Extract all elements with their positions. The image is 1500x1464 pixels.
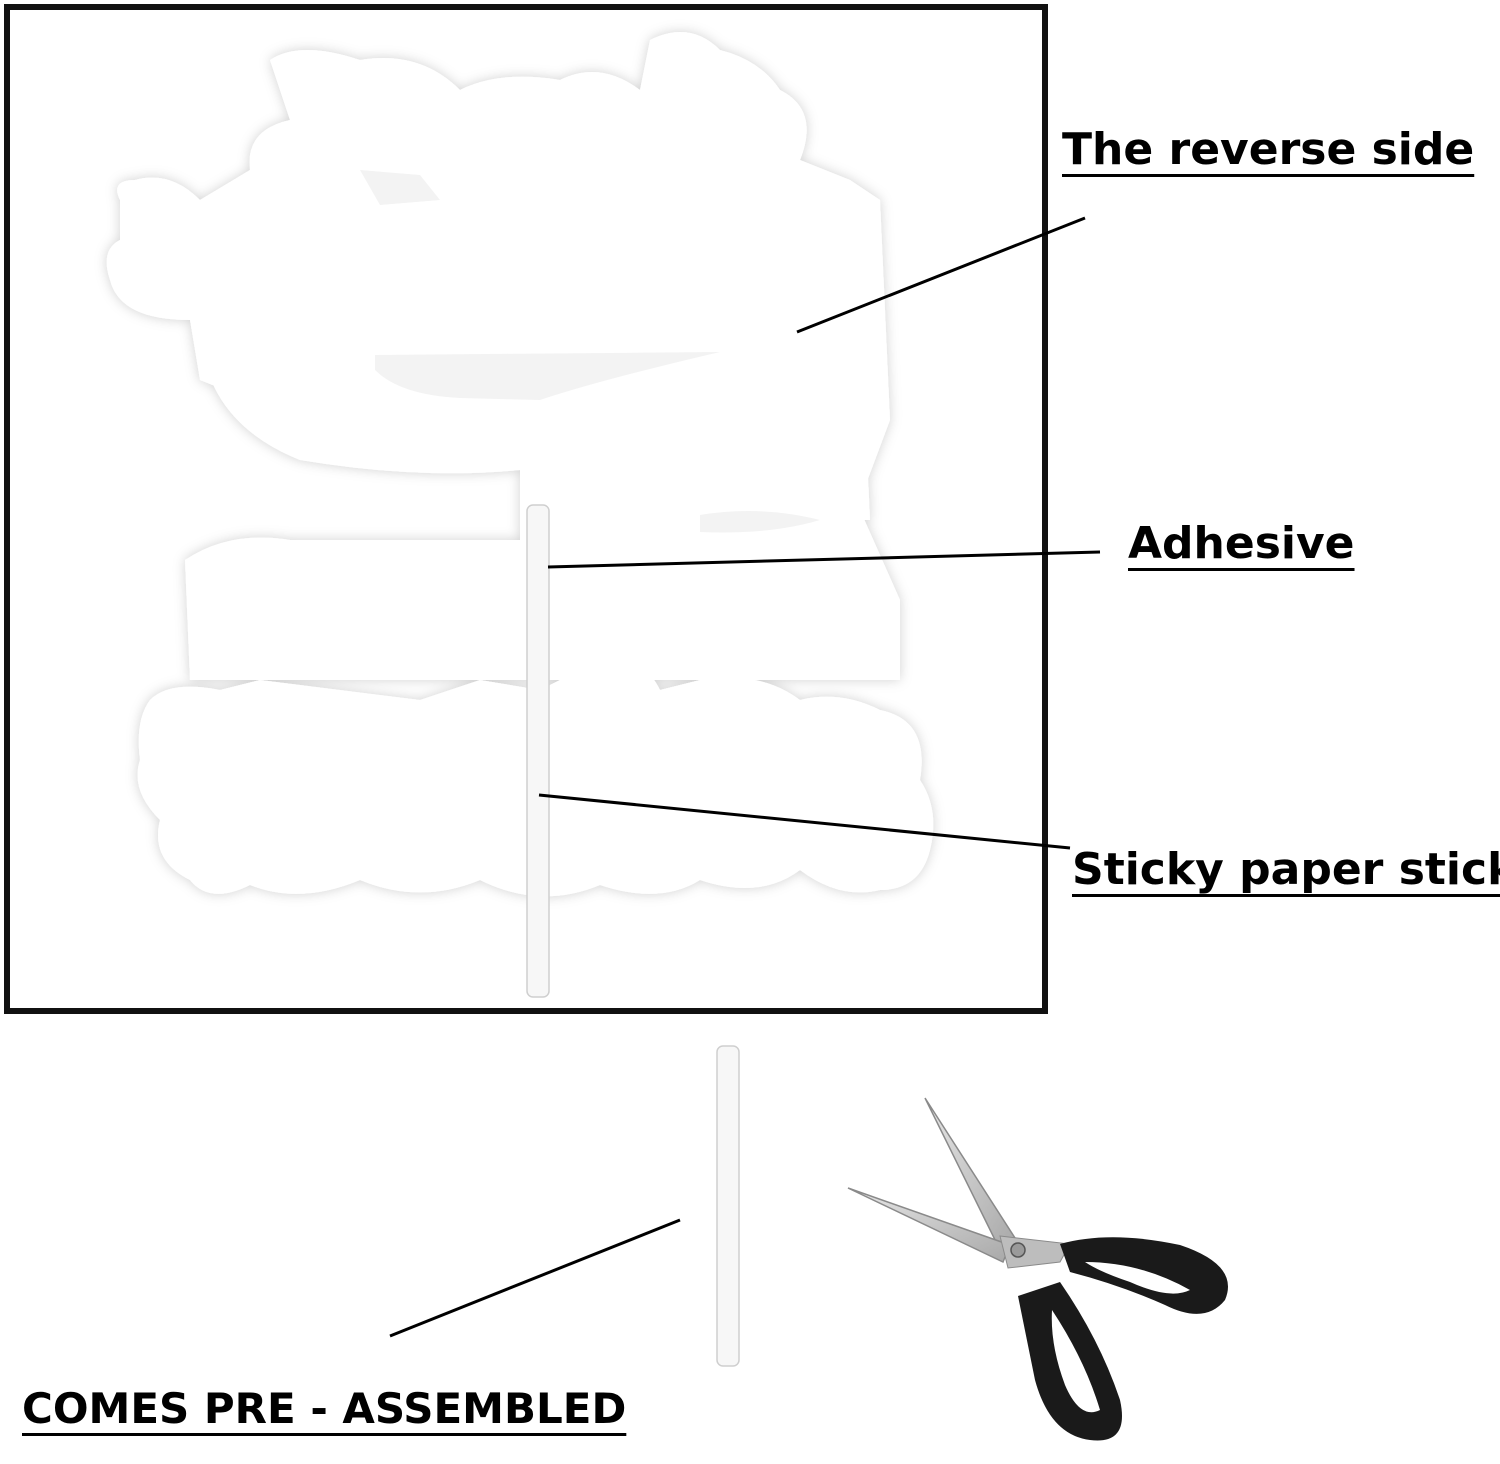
- leader-lines: [389, 216, 1101, 1338]
- paper-stick-loose: [716, 1045, 740, 1367]
- label-sticky-paper-stick: Sticky paper stick: [1072, 844, 1500, 895]
- leader-line-pre-assembled: [389, 1218, 681, 1338]
- paper-stick-assembled: [526, 504, 550, 998]
- label-adhesive: Adhesive: [1128, 518, 1355, 569]
- leader-line-adhesive: [547, 550, 1101, 569]
- leader-line-sticky-stick: [538, 793, 1071, 850]
- label-reverse-side: The reverse side: [1062, 124, 1475, 175]
- product-frame: [4, 4, 1048, 1014]
- scissors-icon: [847, 1097, 1228, 1441]
- cake-topper-reverse-shape: [106, 32, 934, 897]
- label-comes-pre-assembled: COMES PRE - ASSEMBLED: [22, 1384, 627, 1433]
- leader-line-reverse-side: [796, 216, 1086, 334]
